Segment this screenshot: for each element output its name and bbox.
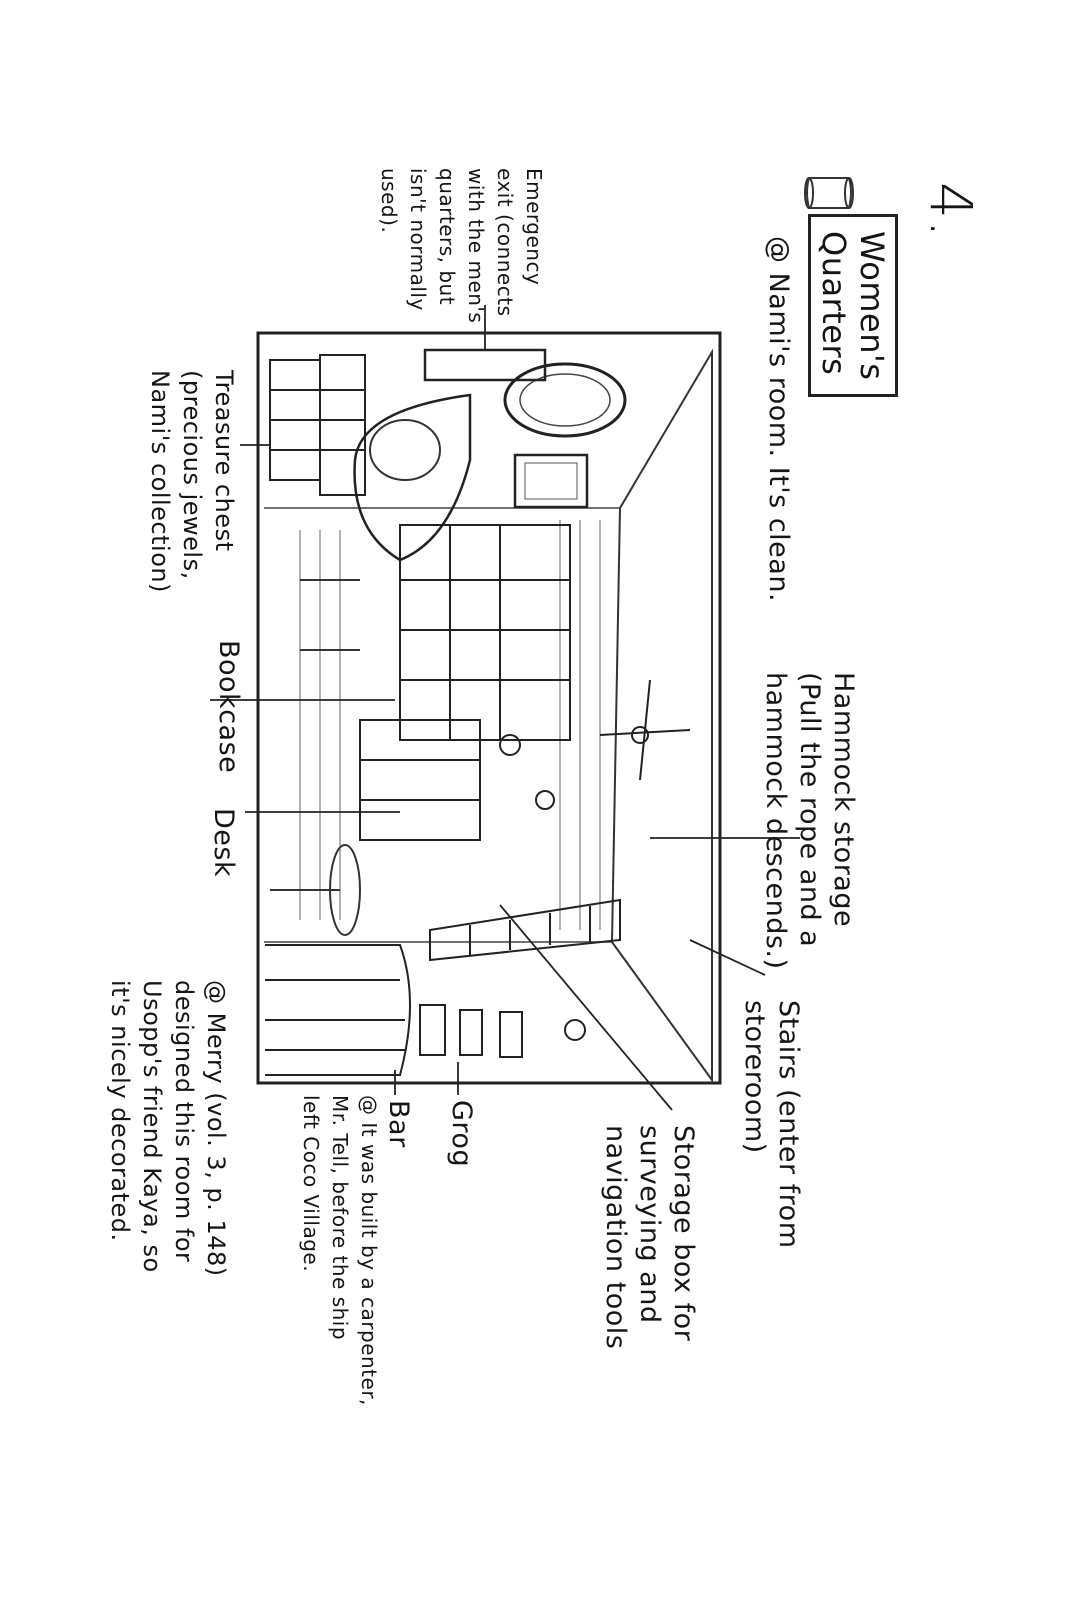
label-bookcase: Bookcase	[213, 640, 244, 774]
bar-note-line-1: @ It was built by a carpenter,	[357, 1095, 381, 1406]
page-number: 4.	[917, 182, 985, 239]
title-line-2: Quarters	[815, 231, 853, 376]
label-desk: Desk	[208, 808, 239, 878]
stairs-line-1: Stairs (enter from	[773, 1000, 804, 1249]
stairs-sketch	[429, 898, 621, 962]
storage-line-3: navigation tools	[600, 1125, 631, 1350]
bookcase-sketch	[399, 524, 571, 741]
page-title: Women's Quarters	[808, 214, 898, 398]
merry-line-3: Usopp's friend Kaya, so	[138, 980, 166, 1273]
hammock-fan	[599, 679, 691, 781]
label-storage-box: Storage box for surveying and navigation…	[598, 1125, 700, 1349]
merry-line-1: @ Merry (vol. 3, p. 148)	[202, 980, 230, 1277]
back-wall	[610, 348, 713, 1084]
scroll-icon	[804, 177, 854, 209]
grog-bottles	[419, 1004, 586, 1058]
floor-planks	[299, 520, 601, 930]
title-line-1: Women's	[853, 231, 891, 381]
treasure-line-3: Nami's collection)	[146, 370, 174, 593]
hammock-line-1: Hammock storage	[828, 672, 859, 928]
merry-line-4: it's nicely decorated.	[106, 980, 134, 1242]
bar-note-line-2: Mr. Tell, before the ship	[328, 1095, 352, 1341]
treasure-line-2: (precious jewels,	[178, 370, 206, 580]
note-bar: @ It was built by a carpenter, Mr. Tell,…	[296, 1095, 383, 1406]
label-hammock-storage: Hammock storage (Pull the rope and a ham…	[758, 672, 860, 970]
label-grog: Grog	[446, 1100, 477, 1168]
wall-picture	[513, 453, 589, 509]
exit-line-4: quarters, but	[435, 168, 459, 306]
emergency-hatch	[423, 348, 547, 382]
chairs	[270, 579, 361, 936]
exit-line-3: with the men's	[464, 168, 488, 324]
merry-line-2: designed this room for	[170, 980, 198, 1263]
exit-line-5: isn't normally	[406, 168, 430, 311]
label-stairs: Stairs (enter from storeroom)	[737, 1000, 805, 1249]
bed	[353, 393, 472, 562]
treasure-line-1: Treasure chest	[210, 370, 238, 552]
storage-line-2: surveying and	[634, 1125, 665, 1324]
label-emergency-exit: Emergency exit (connects with the men's …	[374, 168, 548, 323]
exit-line-6: used).	[377, 168, 401, 234]
bar-note-line-3: left Coco Village.	[299, 1095, 323, 1273]
stairs-line-2: storeroom)	[739, 1000, 770, 1154]
desk-sketch	[359, 719, 555, 841]
hammock-line-2: (Pull the rope and a	[794, 672, 825, 948]
label-treasure-chest: Treasure chest (precious jewels, Nami's …	[144, 370, 240, 593]
note-top: @ Nami's room. It's clean.	[763, 236, 794, 603]
storage-line-1: Storage box for	[668, 1125, 699, 1342]
porthole	[503, 362, 627, 438]
hammock-line-3: hammock descends.)	[760, 672, 791, 970]
note-merry: @ Merry (vol. 3, p. 148) designed this r…	[104, 980, 232, 1277]
exit-line-1: Emergency	[522, 168, 546, 286]
leader-lines	[210, 305, 800, 1111]
drawing-frame	[256, 331, 722, 1085]
label-bar: Bar	[383, 1100, 414, 1148]
bar-sketch	[265, 944, 411, 1076]
treasure-chest-sketch	[269, 354, 366, 496]
exit-line-2: exit (connects	[493, 168, 517, 317]
